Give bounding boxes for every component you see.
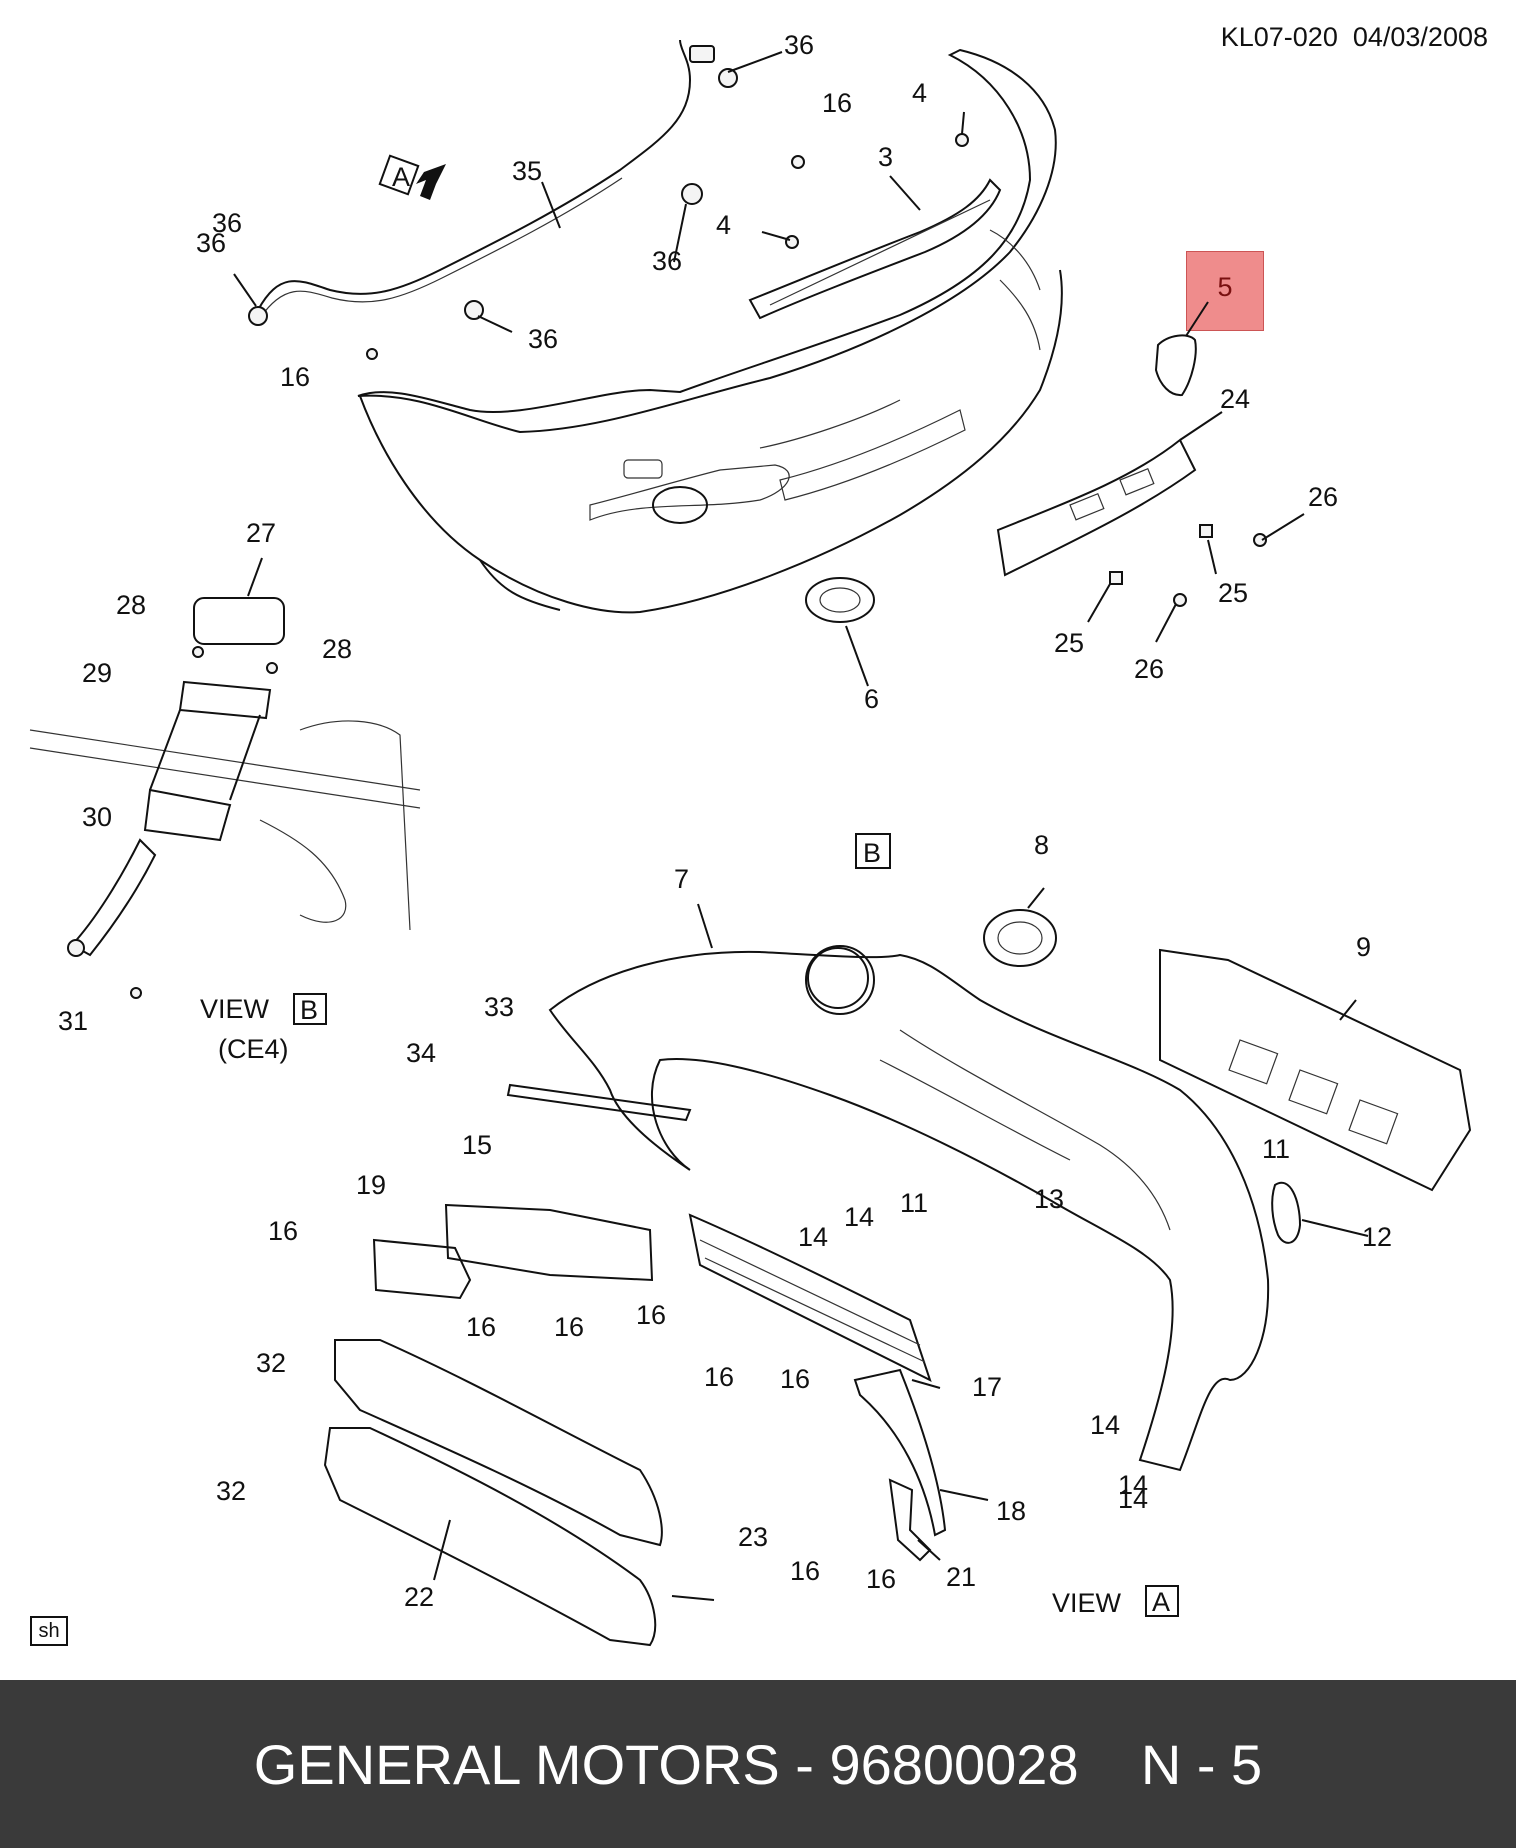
- callout-bottom[interactable]: 14: [798, 1222, 828, 1252]
- callout-view-b[interactable]: 28: [322, 634, 352, 664]
- view-a-arrow-letter: A: [392, 162, 410, 192]
- callout-bottom[interactable]: 16: [268, 1216, 298, 1246]
- view-b-note: (CE4): [218, 1034, 289, 1064]
- view-b-letter: B: [300, 995, 318, 1025]
- callout-bottom[interactable]: 14: [1118, 1484, 1148, 1514]
- callout-top[interactable]: 36: [212, 208, 242, 238]
- callout-bottom[interactable]: 16: [704, 1362, 734, 1392]
- callout-bottom[interactable]: 18: [996, 1496, 1026, 1526]
- callout-bottom[interactable]: 14: [844, 1202, 874, 1232]
- callout-top[interactable]: 36: [528, 324, 558, 354]
- callout-bottom[interactable]: 16: [636, 1300, 666, 1330]
- wiring-harness: [248, 39, 738, 326]
- boxed-letter-icon: [855, 833, 891, 869]
- callout-top[interactable]: 36: [652, 246, 682, 276]
- callout-view-b[interactable]: 29: [82, 658, 112, 688]
- callouts-top: 36 36 35 36 36 36 16 4 3 4 16 24 26 25 2…: [196, 30, 1338, 714]
- callout-bottom[interactable]: 19: [356, 1170, 386, 1200]
- callouts-view-b: 27 28 28 29 30 31: [58, 518, 352, 1036]
- lamp-ring: [983, 909, 1057, 967]
- rear-fascia: [548, 945, 1270, 1472]
- side-bracket: [853, 1368, 947, 1562]
- callout-view-b[interactable]: 31: [58, 1006, 88, 1036]
- tow-hook-cover: [1154, 334, 1197, 397]
- top-fasteners: [366, 133, 1267, 607]
- callout-view-b[interactable]: 27: [246, 518, 276, 548]
- callout-bottom[interactable]: 21: [946, 1562, 976, 1592]
- callout-bottom[interactable]: 33: [484, 992, 514, 1022]
- callout-bottom[interactable]: 11: [1262, 1134, 1290, 1164]
- boxed-letter-icon: [1145, 1585, 1179, 1617]
- reflector-strip: [506, 1083, 692, 1122]
- callout-bottom[interactable]: 16: [554, 1312, 584, 1342]
- callout-top[interactable]: 4: [912, 78, 927, 108]
- callout-bottom[interactable]: 7: [674, 864, 689, 894]
- view-b-zoom-ring: [807, 947, 869, 1009]
- callout-bottom[interactable]: 22: [404, 1582, 434, 1612]
- fog-lamp-bezel: [805, 577, 875, 623]
- callout-bottom[interactable]: 13: [1034, 1184, 1064, 1214]
- callouts-bottom: 8 7 9 33 34 15 19 16 16 16 16 11 11 13 1…: [216, 830, 1392, 1612]
- callout-bottom[interactable]: 12: [1362, 1222, 1392, 1252]
- callout-bottom[interactable]: 11: [900, 1188, 928, 1218]
- callout-bottom[interactable]: 14: [1090, 1410, 1120, 1440]
- callout-bottom[interactable]: 32: [256, 1348, 286, 1378]
- boxed-letter-icon: [293, 993, 327, 1025]
- callout-top[interactable]: 6: [864, 684, 879, 714]
- callout-bottom[interactable]: 16: [790, 1556, 820, 1586]
- energy-absorber: [323, 1339, 663, 1647]
- center-grille: [688, 1213, 932, 1382]
- callout-bottom[interactable]: 17: [972, 1372, 1002, 1402]
- diagram-header: KL07-020 04/03/2008: [1221, 22, 1488, 53]
- callout-bottom[interactable]: 14: [1118, 1470, 1148, 1500]
- callout-top[interactable]: 3: [878, 142, 893, 172]
- callout-top[interactable]: 36: [196, 228, 226, 258]
- lower-grille-left: [372, 1203, 654, 1300]
- callout-bottom[interactable]: 16: [866, 1564, 896, 1594]
- view-a-letter: A: [1152, 1587, 1170, 1617]
- callout-b-letter: B: [863, 838, 881, 868]
- arrow-icon: [378, 154, 446, 200]
- doc-id: KL07-020: [1220, 22, 1338, 52]
- highlight-label: 5: [1217, 272, 1233, 302]
- front-fascia: [357, 48, 1063, 614]
- leader-lines: [233, 51, 1369, 1601]
- callout-bottom[interactable]: 8: [1034, 830, 1049, 860]
- callout-bottom[interactable]: 16: [466, 1312, 496, 1342]
- callout-view-b[interactable]: 28: [116, 590, 146, 620]
- callout-view-b[interactable]: 30: [82, 802, 112, 832]
- callout-bottom[interactable]: 34: [406, 1038, 436, 1068]
- callout-top[interactable]: 25: [1218, 578, 1248, 608]
- callout-bottom[interactable]: 23: [738, 1522, 768, 1552]
- callout-top[interactable]: 16: [822, 88, 852, 118]
- parts-diagram: A B 36 36 35 36 36 36 16 4 3 4 16 24 26 …: [29, 30, 1472, 1647]
- callout-top[interactable]: 26: [1308, 482, 1338, 512]
- callout-top[interactable]: 36: [784, 30, 814, 60]
- callout-top[interactable]: 35: [512, 156, 542, 186]
- doc-date: 04/03/2008: [1352, 22, 1488, 52]
- footer-text: GENERAL MOTORS - 96800028 N - 5: [253, 1732, 1263, 1796]
- skid-plate: [1159, 948, 1472, 1192]
- callout-bottom[interactable]: 9: [1356, 932, 1371, 962]
- callout-bottom[interactable]: 15: [462, 1130, 492, 1160]
- callout-top[interactable]: 4: [716, 210, 731, 240]
- callout-top[interactable]: 25: [1054, 628, 1084, 658]
- license-bracket: [996, 438, 1197, 577]
- view-b-drawing: [29, 597, 421, 999]
- callout-bottom[interactable]: 16: [780, 1364, 810, 1394]
- view-a-word: VIEW: [1052, 1588, 1122, 1618]
- tow-cover-rear: [1271, 1181, 1302, 1244]
- callout-bottom[interactable]: 32: [216, 1476, 246, 1506]
- callout-top[interactable]: 26: [1134, 654, 1164, 684]
- corner-tag: sh: [30, 1616, 68, 1646]
- upper-bracket: [748, 178, 1002, 320]
- view-b-word: VIEW: [200, 994, 270, 1024]
- callout-top[interactable]: 16: [280, 362, 310, 392]
- callout-top[interactable]: 24: [1220, 384, 1250, 414]
- footer-bar: GENERAL MOTORS - 96800028 N - 5: [0, 1680, 1516, 1848]
